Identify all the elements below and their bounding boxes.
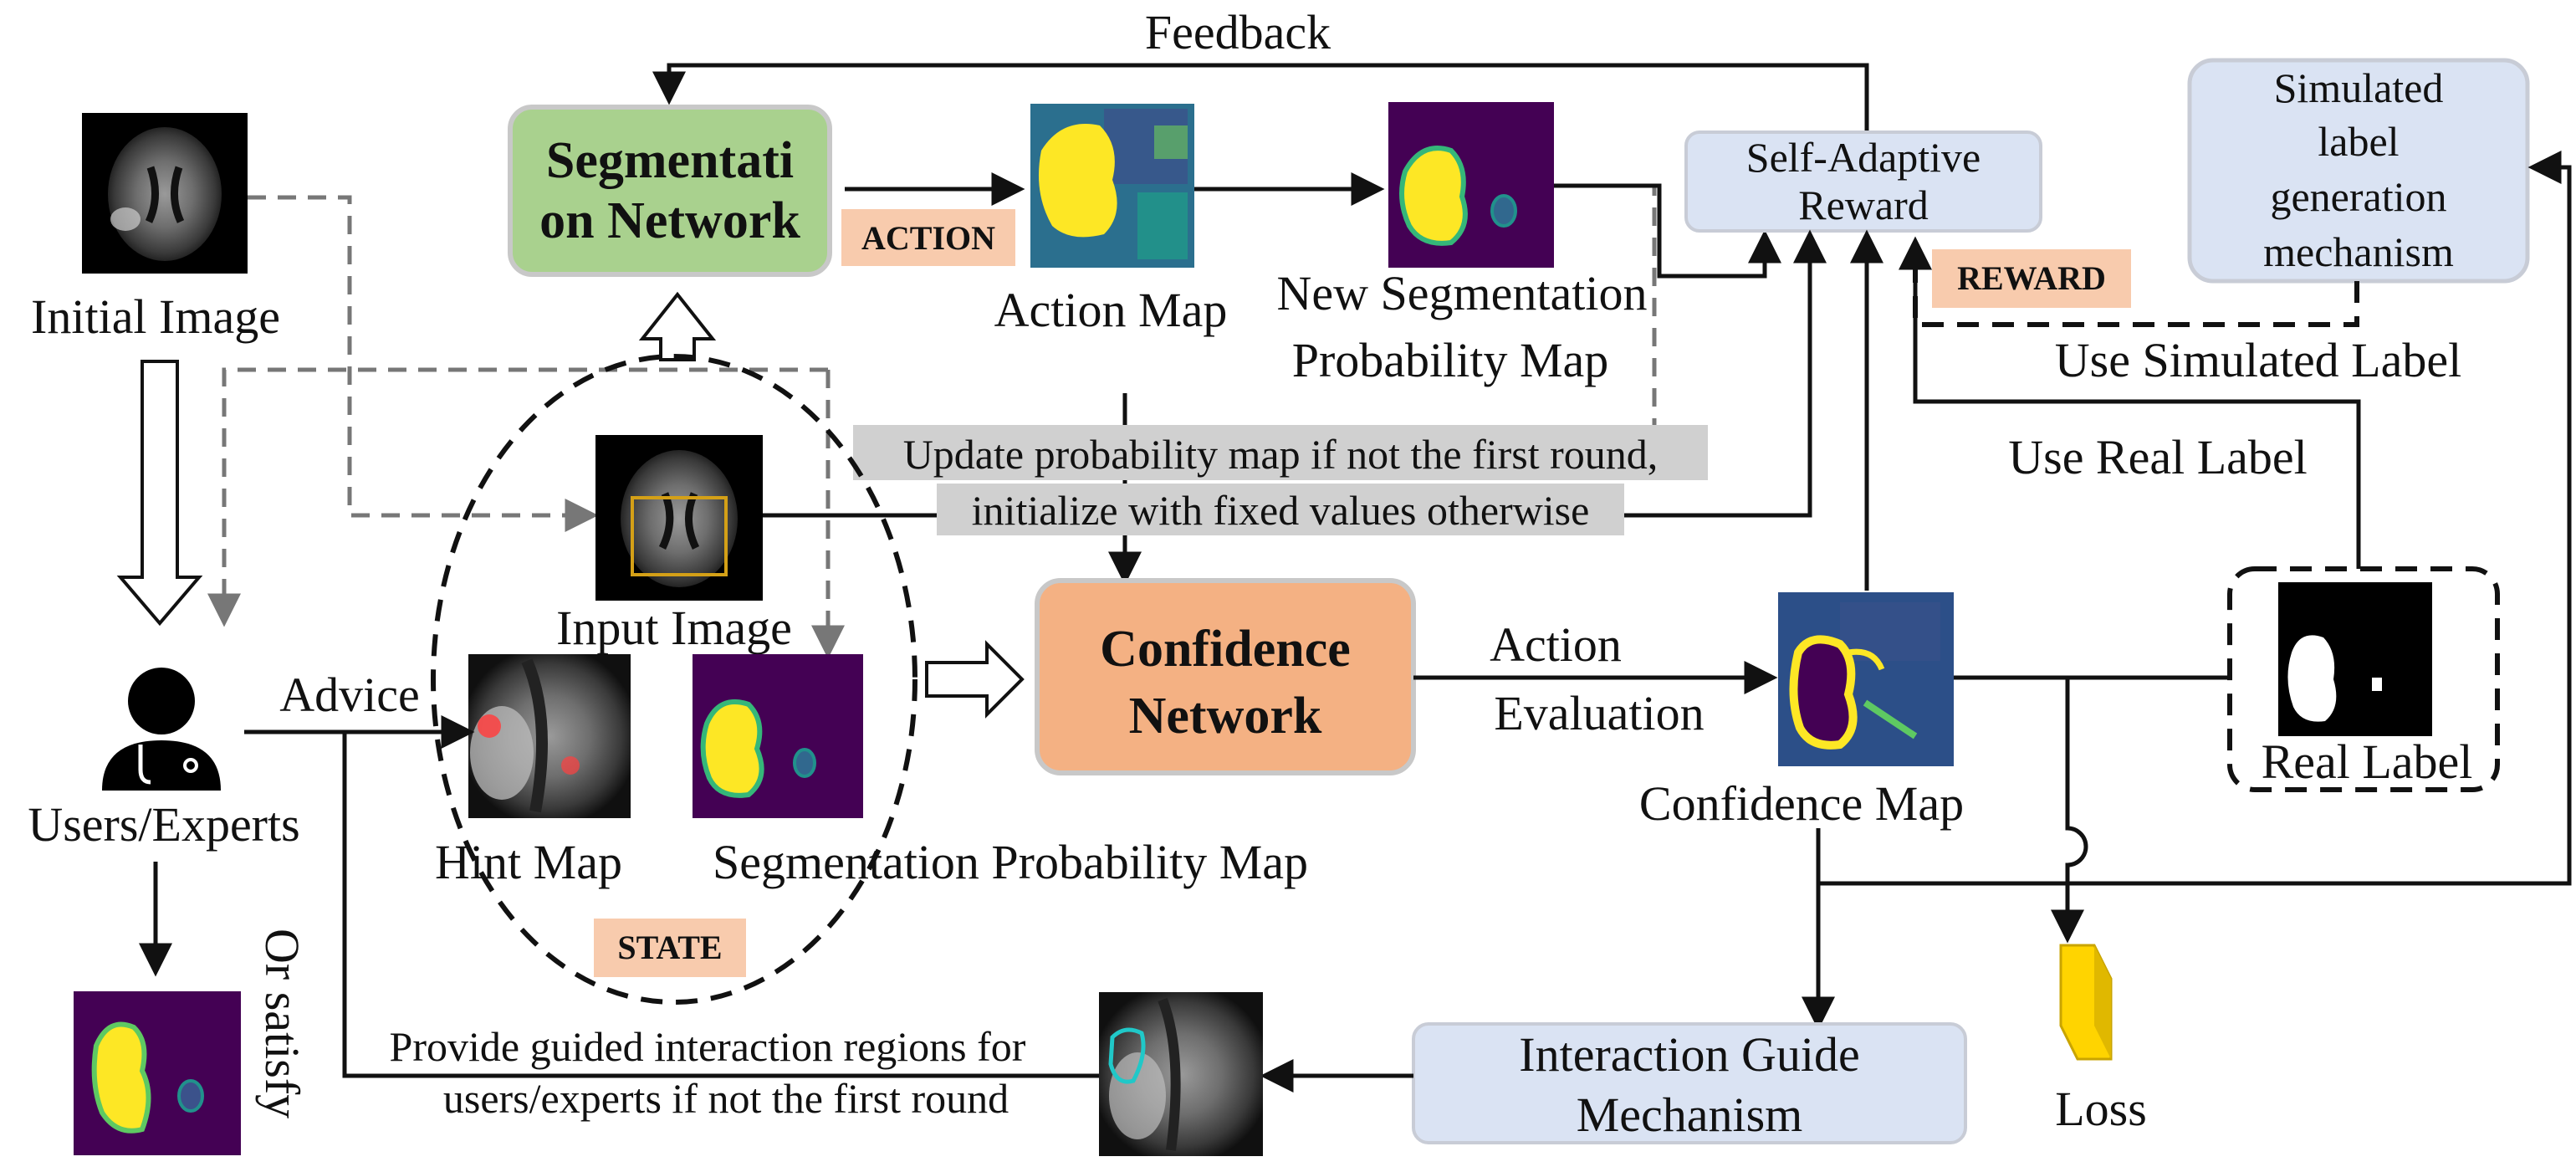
interaction-guide-line2: Mechanism: [1577, 1088, 1803, 1142]
confidence-network-line1: Confidence: [1100, 621, 1351, 678]
real-label-image: [2278, 582, 2432, 736]
dashed-to-users: [207, 367, 828, 627]
or-satisfy-label: Or satisfy: [255, 929, 309, 1118]
hollow-up-arrow: [638, 291, 717, 361]
self-adaptive-line2: Reward: [1798, 182, 1929, 228]
update-banner-line1: Update probability map if not the first …: [903, 431, 1659, 478]
use-simulated-label-dashed: [1913, 243, 2359, 327]
action-eval-line1: Action: [1490, 617, 1622, 672]
guided-line2: users/experts if not the first round: [443, 1075, 1009, 1122]
guided-to-users-line: [342, 732, 1099, 1078]
feedback-arrow: [652, 63, 1869, 142]
action-tag: [841, 209, 1015, 266]
hollow-down-arrow: [116, 360, 203, 627]
update-banner-bg-2: [937, 484, 1624, 535]
guided-line1: Provide guided interaction regions for: [390, 1023, 1026, 1070]
input-image: [595, 435, 763, 601]
simulated-line4: mechanism: [2263, 228, 2454, 275]
self-adaptive-line1: Self-Adaptive: [1746, 134, 1981, 181]
segmentation-network-box: [508, 105, 832, 277]
to-loss-arrow: [2051, 678, 2088, 944]
confidence-map-label: Confidence Map: [1639, 776, 1964, 831]
hint-map-label: Hint Map: [435, 835, 622, 889]
advice-label: Advice: [279, 668, 420, 722]
initial-image-label: Initial Image: [31, 289, 280, 344]
segmentation-network-line2: on Network: [539, 192, 800, 249]
action-tag-text: ACTION: [861, 219, 995, 257]
state-ellipse: [431, 354, 917, 1005]
use-simulated-label-text: Use Simulated Label: [2055, 333, 2461, 387]
loss-icon: [2059, 944, 2113, 1061]
hollow-right-arrow: [925, 640, 1025, 719]
new-seg-label-line2: Probability Map: [1292, 333, 1609, 387]
new-seg-label-line1: New Segmentation: [1277, 266, 1648, 320]
interaction-guide-box: [1412, 1022, 1967, 1144]
real-label-label: Real Label: [2262, 734, 2473, 789]
newseg-to-reward-arrow: [1554, 183, 1781, 279]
action-eval-line2: Evaluation: [1494, 686, 1704, 740]
simulated-line2: label: [2318, 118, 2399, 165]
reward-tag-text: REWARD: [1957, 259, 2106, 297]
feedback-label: Feedback: [1145, 5, 1331, 59]
simulated-line3: generation: [2270, 173, 2446, 220]
seg-prob-map-label: Segmentation Probability Map: [713, 835, 1308, 889]
update-banner-bg-1: [853, 425, 1708, 480]
state-tag: [594, 919, 746, 977]
initial-image: [82, 113, 248, 274]
real-label-dashed-box: [2227, 566, 2500, 792]
confidence-network-line2: Network: [1129, 688, 1322, 745]
loss-label: Loss: [2055, 1082, 2147, 1136]
use-real-label-arrow: [1899, 236, 2361, 569]
final-output-map: [74, 991, 241, 1155]
update-banner-line2: initialize with fixed values otherwise: [972, 487, 1590, 534]
action-map-label: Action Map: [994, 283, 1228, 337]
state-tag-text: STATE: [617, 929, 722, 966]
seg-prob-map-image: [693, 654, 863, 818]
user-expert-icon: [102, 668, 221, 791]
hint-map-image: [468, 654, 631, 818]
action-map-image: [1030, 104, 1194, 268]
segmentation-network-line1: Segmentati: [546, 132, 794, 189]
input-image-label: Input Image: [556, 601, 792, 655]
interaction-guide-line1: Interaction Guide: [1519, 1027, 1859, 1082]
guided-interaction-image: [1099, 992, 1263, 1156]
users-experts-label: Users/Experts: [28, 797, 299, 852]
simulated-line1: Simulated: [2274, 64, 2444, 111]
reward-tag: [1932, 249, 2131, 308]
use-real-label-text: Use Real Label: [2008, 430, 2308, 484]
confidence-map-image: [1778, 592, 1954, 766]
new-seg-prob-map-image: [1388, 102, 1554, 268]
